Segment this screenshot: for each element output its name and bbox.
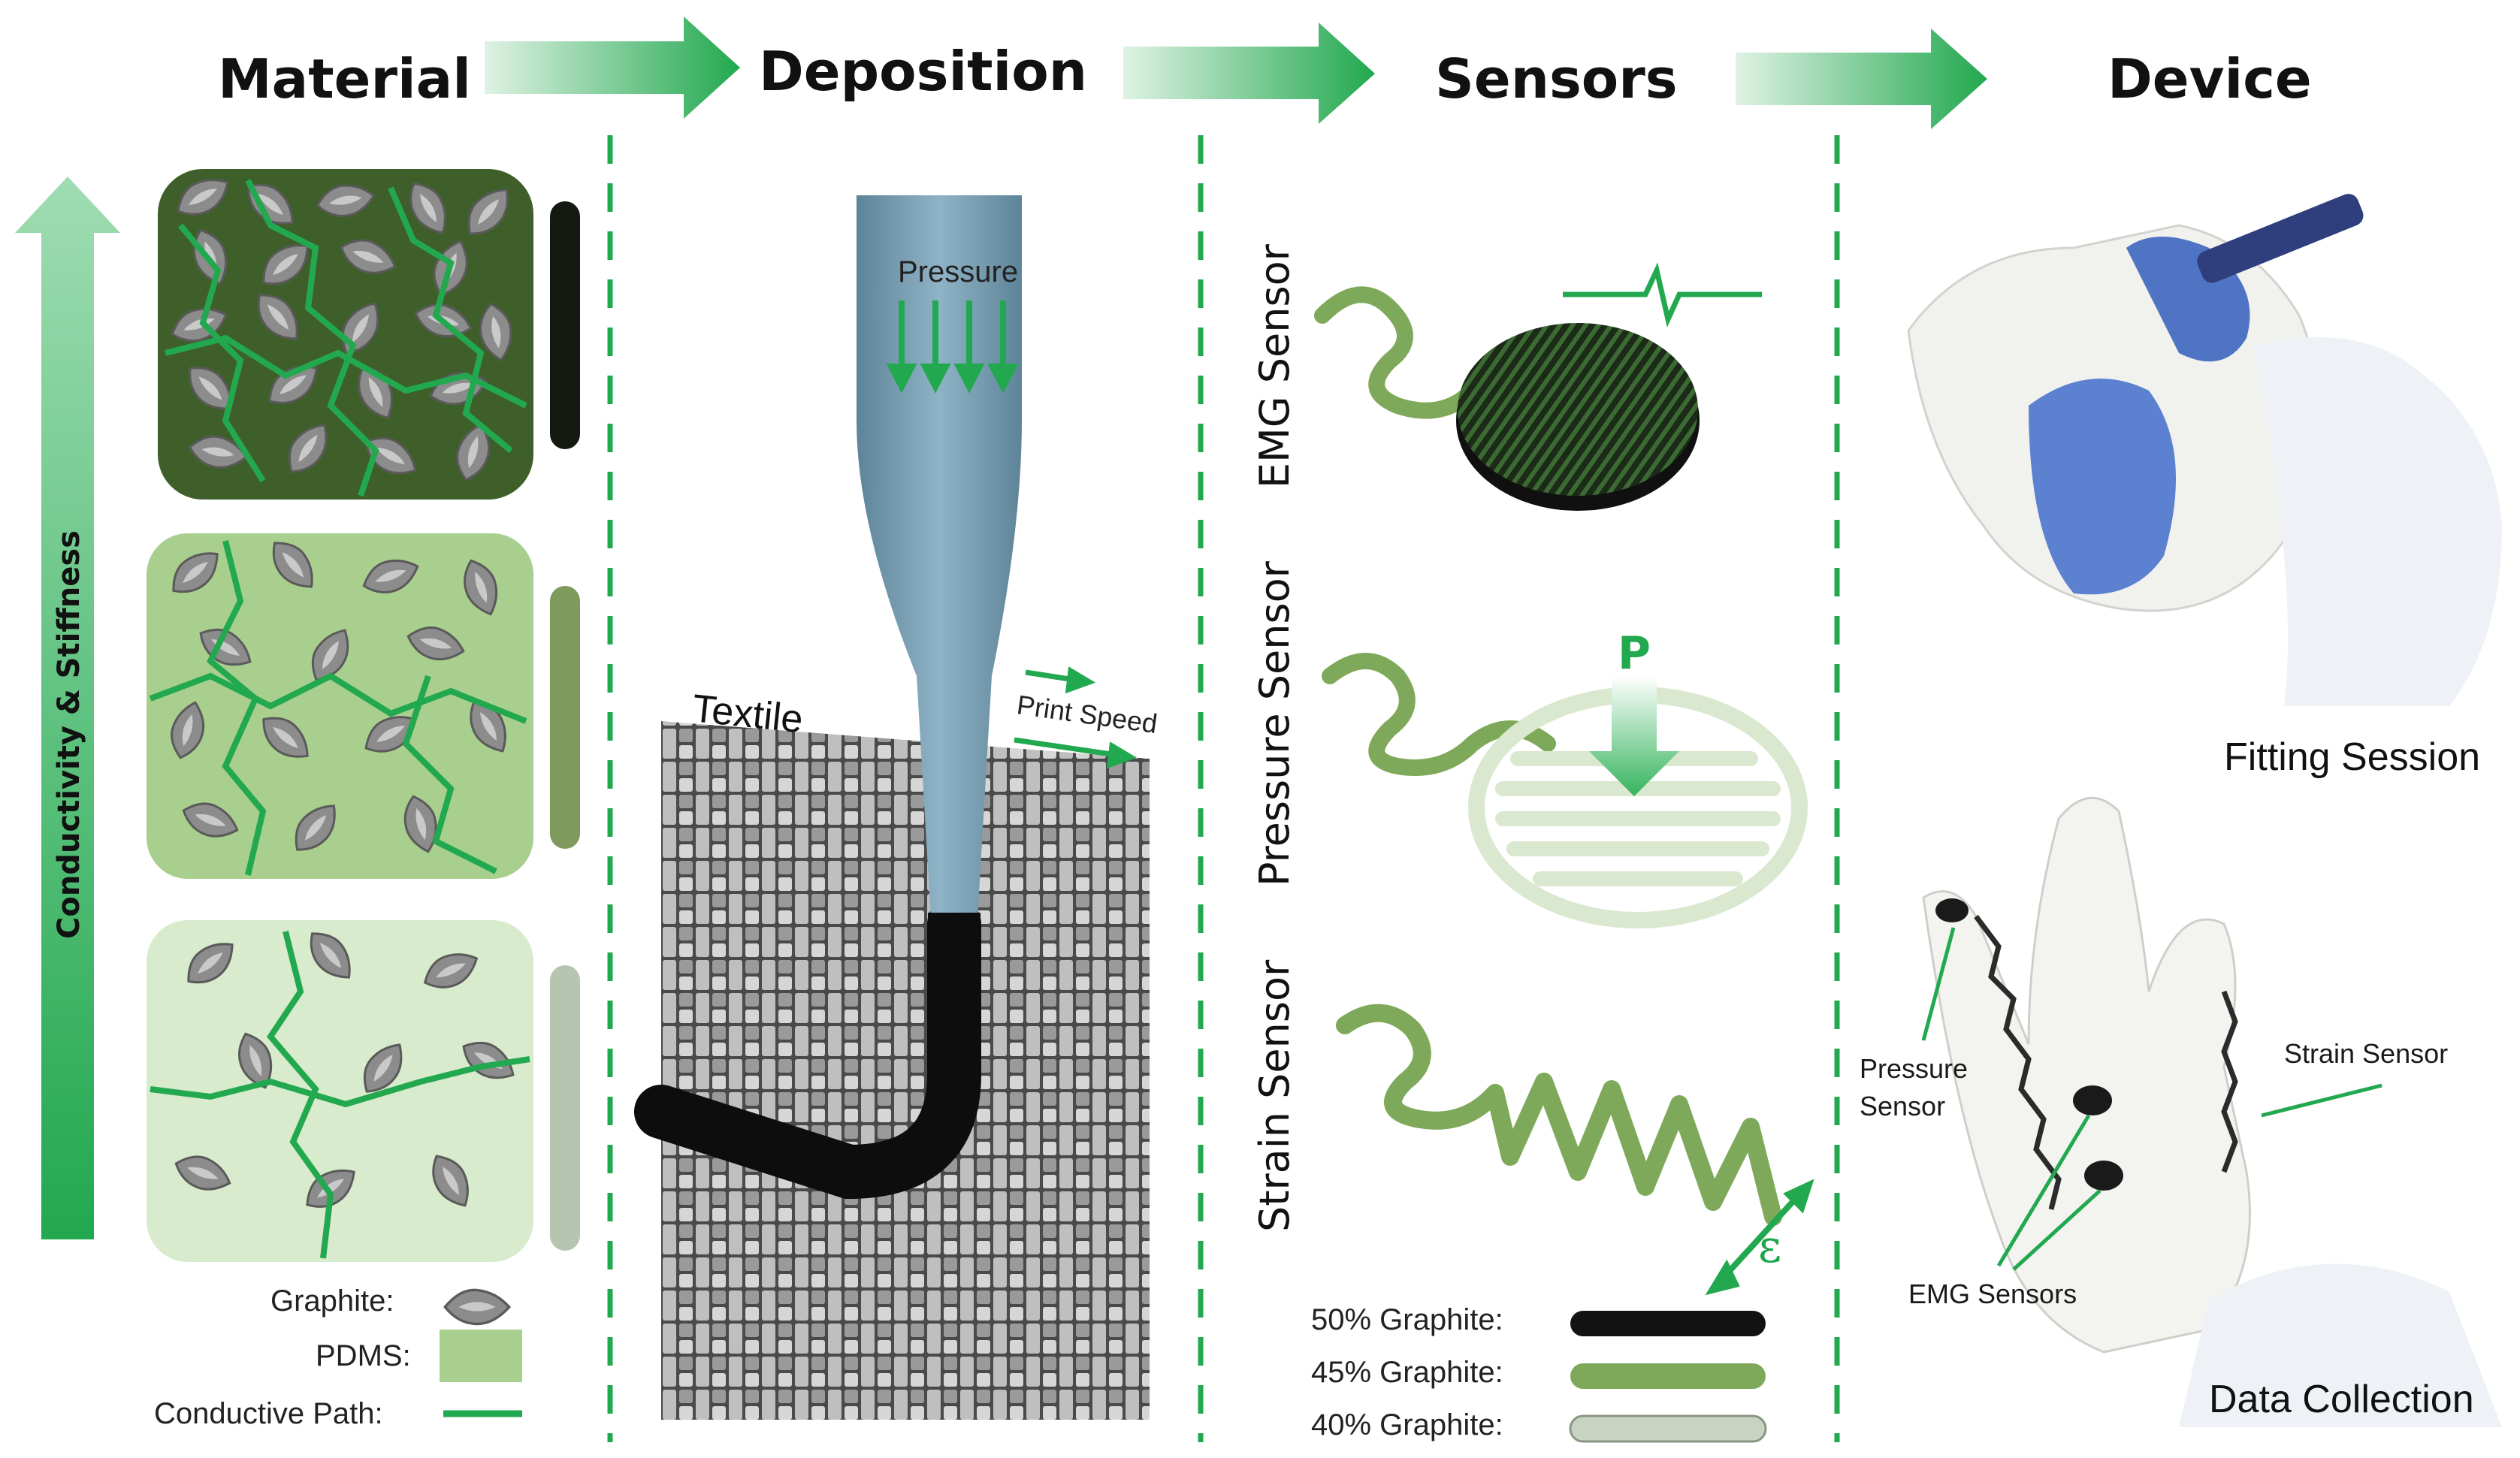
- data-collection-photo: [1922, 796, 2502, 1427]
- filament-medium: [550, 586, 580, 849]
- legend-pdms-swatch: [440, 1330, 522, 1382]
- header-sensors: Sensors: [1435, 47, 1678, 110]
- callout-pressure-sensor-line1: Pressure: [1860, 1053, 1968, 1084]
- legend-45-swatch: [1570, 1363, 1766, 1389]
- conductive-path: [402, 675, 497, 874]
- strain-symbol: ε: [1758, 1221, 1781, 1273]
- pressure-arrows: [886, 300, 1019, 394]
- legend-50-label: 50% Graphite:: [1311, 1303, 1503, 1336]
- callout-strain-sensor: Strain Sensor: [2284, 1038, 2448, 1069]
- textile-substrate: [661, 721, 1150, 1420]
- glove-emg-sensor: [2084, 1161, 2123, 1191]
- pressure-sensor: [1322, 653, 1808, 928]
- sensors-legend: 50% Graphite: 45% Graphite: 40% Graphite…: [1311, 1303, 1767, 1443]
- conductivity-stiffness-arrow: Conductivity & Stiffness: [15, 177, 120, 1239]
- material-panel-high: [158, 168, 533, 500]
- print-speed-arrows: [1014, 666, 1138, 769]
- header-material: Material: [218, 47, 471, 110]
- material-panel-medium: [147, 532, 533, 879]
- header-deposition: Deposition: [759, 40, 1087, 103]
- fitting-session-photo: [1907, 194, 2502, 706]
- axis-label: Conductivity & Stiffness: [52, 530, 86, 939]
- callout-pressure-sensor-line2: Sensor: [1860, 1091, 1945, 1121]
- glove-strain-trace: [1974, 914, 2062, 1210]
- conductive-path: [149, 672, 527, 724]
- strain-arrow: [1705, 1179, 1814, 1296]
- header-device: Device: [2108, 47, 2312, 110]
- fitting-session-caption: Fitting Session: [2224, 735, 2480, 779]
- material-legend: Graphite: PDMS: Conductive Path:: [154, 1284, 522, 1430]
- emg-sensor-label: EMG Sensor: [1251, 243, 1298, 488]
- glove-emg-sensor: [2073, 1085, 2112, 1115]
- material-panel-low: [147, 920, 533, 1262]
- conductive-path: [150, 1056, 530, 1108]
- strain-sensor-label: Strain Sensor: [1251, 959, 1298, 1232]
- pressure-symbol: P: [1618, 627, 1651, 680]
- strain-sensor: [1336, 1004, 1782, 1226]
- print-speed-label: Print Speed: [1015, 689, 1159, 739]
- printed-trace: [634, 897, 981, 1200]
- legend-40-label: 40% Graphite:: [1311, 1408, 1503, 1441]
- filament-low: [550, 965, 580, 1251]
- legend-40-swatch: [1569, 1414, 1767, 1443]
- emg-sensor: [1314, 286, 1700, 511]
- legend-45-label: 45% Graphite:: [1311, 1356, 1503, 1389]
- filament-high: [550, 201, 580, 449]
- legend-graphite-label: Graphite:: [270, 1284, 394, 1318]
- data-collection-caption: Data Collection: [2209, 1378, 2474, 1421]
- conductive-path: [266, 931, 334, 1259]
- flow-arrow-2: [1123, 23, 1375, 124]
- pressure-sensor-label: Pressure Sensor: [1251, 560, 1298, 886]
- conductive-path: [165, 334, 527, 409]
- legend-path-label: Conductive Path:: [154, 1397, 383, 1430]
- flow-arrow-3: [1736, 29, 1987, 129]
- pressure-force-arrow: P: [1589, 627, 1679, 796]
- glove-pressure-sensor: [1935, 898, 1969, 922]
- pressure-label: Pressure: [898, 255, 1018, 288]
- conductive-path: [388, 186, 513, 454]
- legend-graphite-swatch: [443, 1288, 511, 1326]
- callout-lines: [1921, 927, 2383, 1271]
- legend-50-swatch: [1570, 1311, 1766, 1336]
- legend-pdms-label: PDMS:: [316, 1339, 411, 1372]
- callout-emg-sensors: EMG Sensors: [1908, 1278, 2077, 1309]
- flow-arrow-1: [485, 17, 740, 119]
- conductive-path: [245, 179, 379, 497]
- emg-signal-icon: [1563, 262, 1762, 328]
